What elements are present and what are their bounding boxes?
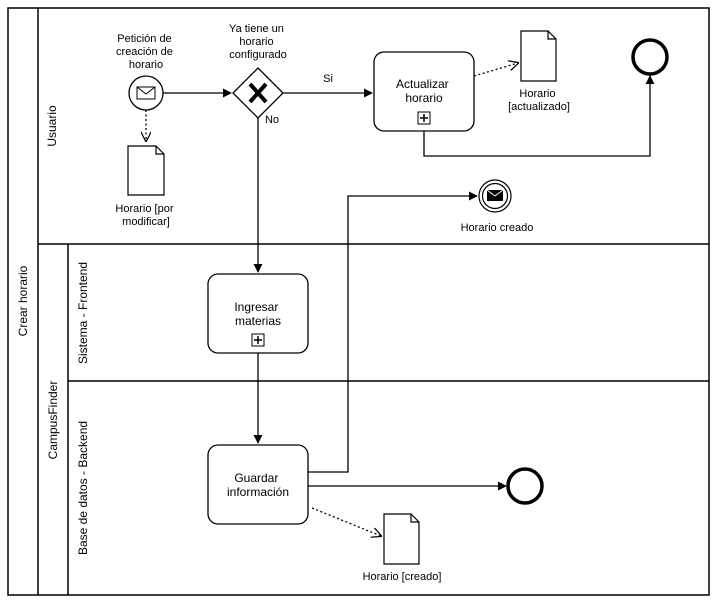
data-object-actualizado-label: Horario [actualizado]: [508, 88, 570, 113]
flow-actualizar-to-end: [423, 75, 655, 157]
data-object-creado-label: Horario [creado]: [363, 571, 442, 583]
pool: Crear horario: [7, 7, 710, 596]
lane-backend: Base de datos - Backend: [76, 421, 90, 555]
lane-campusfinder: CampusFinder: [46, 244, 69, 595]
message-event-horario-creado[interactable]: Horario creado: [461, 179, 534, 234]
envelope-icon: [486, 189, 504, 201]
task-actualizar-label: Actualizar horario: [396, 77, 452, 105]
exclusive-gateway[interactable]: Ya tiene un horario configurado: [229, 23, 287, 119]
assoc-guardar-to-doc: [311, 507, 381, 536]
start-event[interactable]: Petición de creación de horario: [116, 33, 176, 111]
plus-icon: [417, 111, 431, 125]
plus-icon: [251, 333, 265, 347]
task-ingresar-label: Ingresar materias: [234, 300, 281, 328]
pool-label: Crear horario: [16, 265, 30, 336]
task-guardar-label: Guardar información: [227, 471, 289, 499]
envelope-icon: [136, 86, 156, 100]
data-associations: [146, 63, 518, 536]
lane-label-backend: Base de datos - Backend: [76, 421, 90, 555]
lane-label-usuario: Usuario: [45, 105, 59, 147]
task-ingresar-materias[interactable]: Ingresar materias: [207, 273, 309, 354]
assoc-actualizar-to-doc: [473, 63, 518, 77]
x-icon: [248, 82, 268, 104]
sequence-flows: [163, 75, 655, 491]
data-object-creado[interactable]: Horario [creado]: [363, 513, 442, 583]
gateway-label: Ya tiene un horario configurado: [229, 23, 287, 61]
flow-guardar-to-message: [308, 191, 478, 473]
task-guardar-informacion[interactable]: Guardar información: [207, 444, 309, 525]
data-object-por-modificar-label: Horario [por modificar]: [115, 203, 176, 228]
gateway-yes-label: Si: [323, 73, 333, 85]
end-event-backend[interactable]: [506, 467, 544, 505]
lane-usuario: Usuario: [38, 105, 709, 245]
data-object-actualizado[interactable]: Horario [actualizado]: [508, 30, 570, 113]
lane-label-frontend: Sistema - Frontend: [76, 262, 90, 364]
lane-label-campusfinder: CampusFinder: [46, 381, 60, 460]
task-actualizar-horario[interactable]: Actualizar horario: [373, 51, 475, 132]
message-event-label: Horario creado: [461, 222, 534, 234]
lane-frontend: Sistema - Frontend: [68, 262, 709, 382]
end-event-usuario[interactable]: [631, 38, 669, 76]
start-event-label: Petición de creación de horario: [116, 33, 176, 71]
data-object-por-modificar[interactable]: Horario [por modificar]: [115, 145, 176, 228]
gateway-no-label: No: [265, 114, 279, 126]
